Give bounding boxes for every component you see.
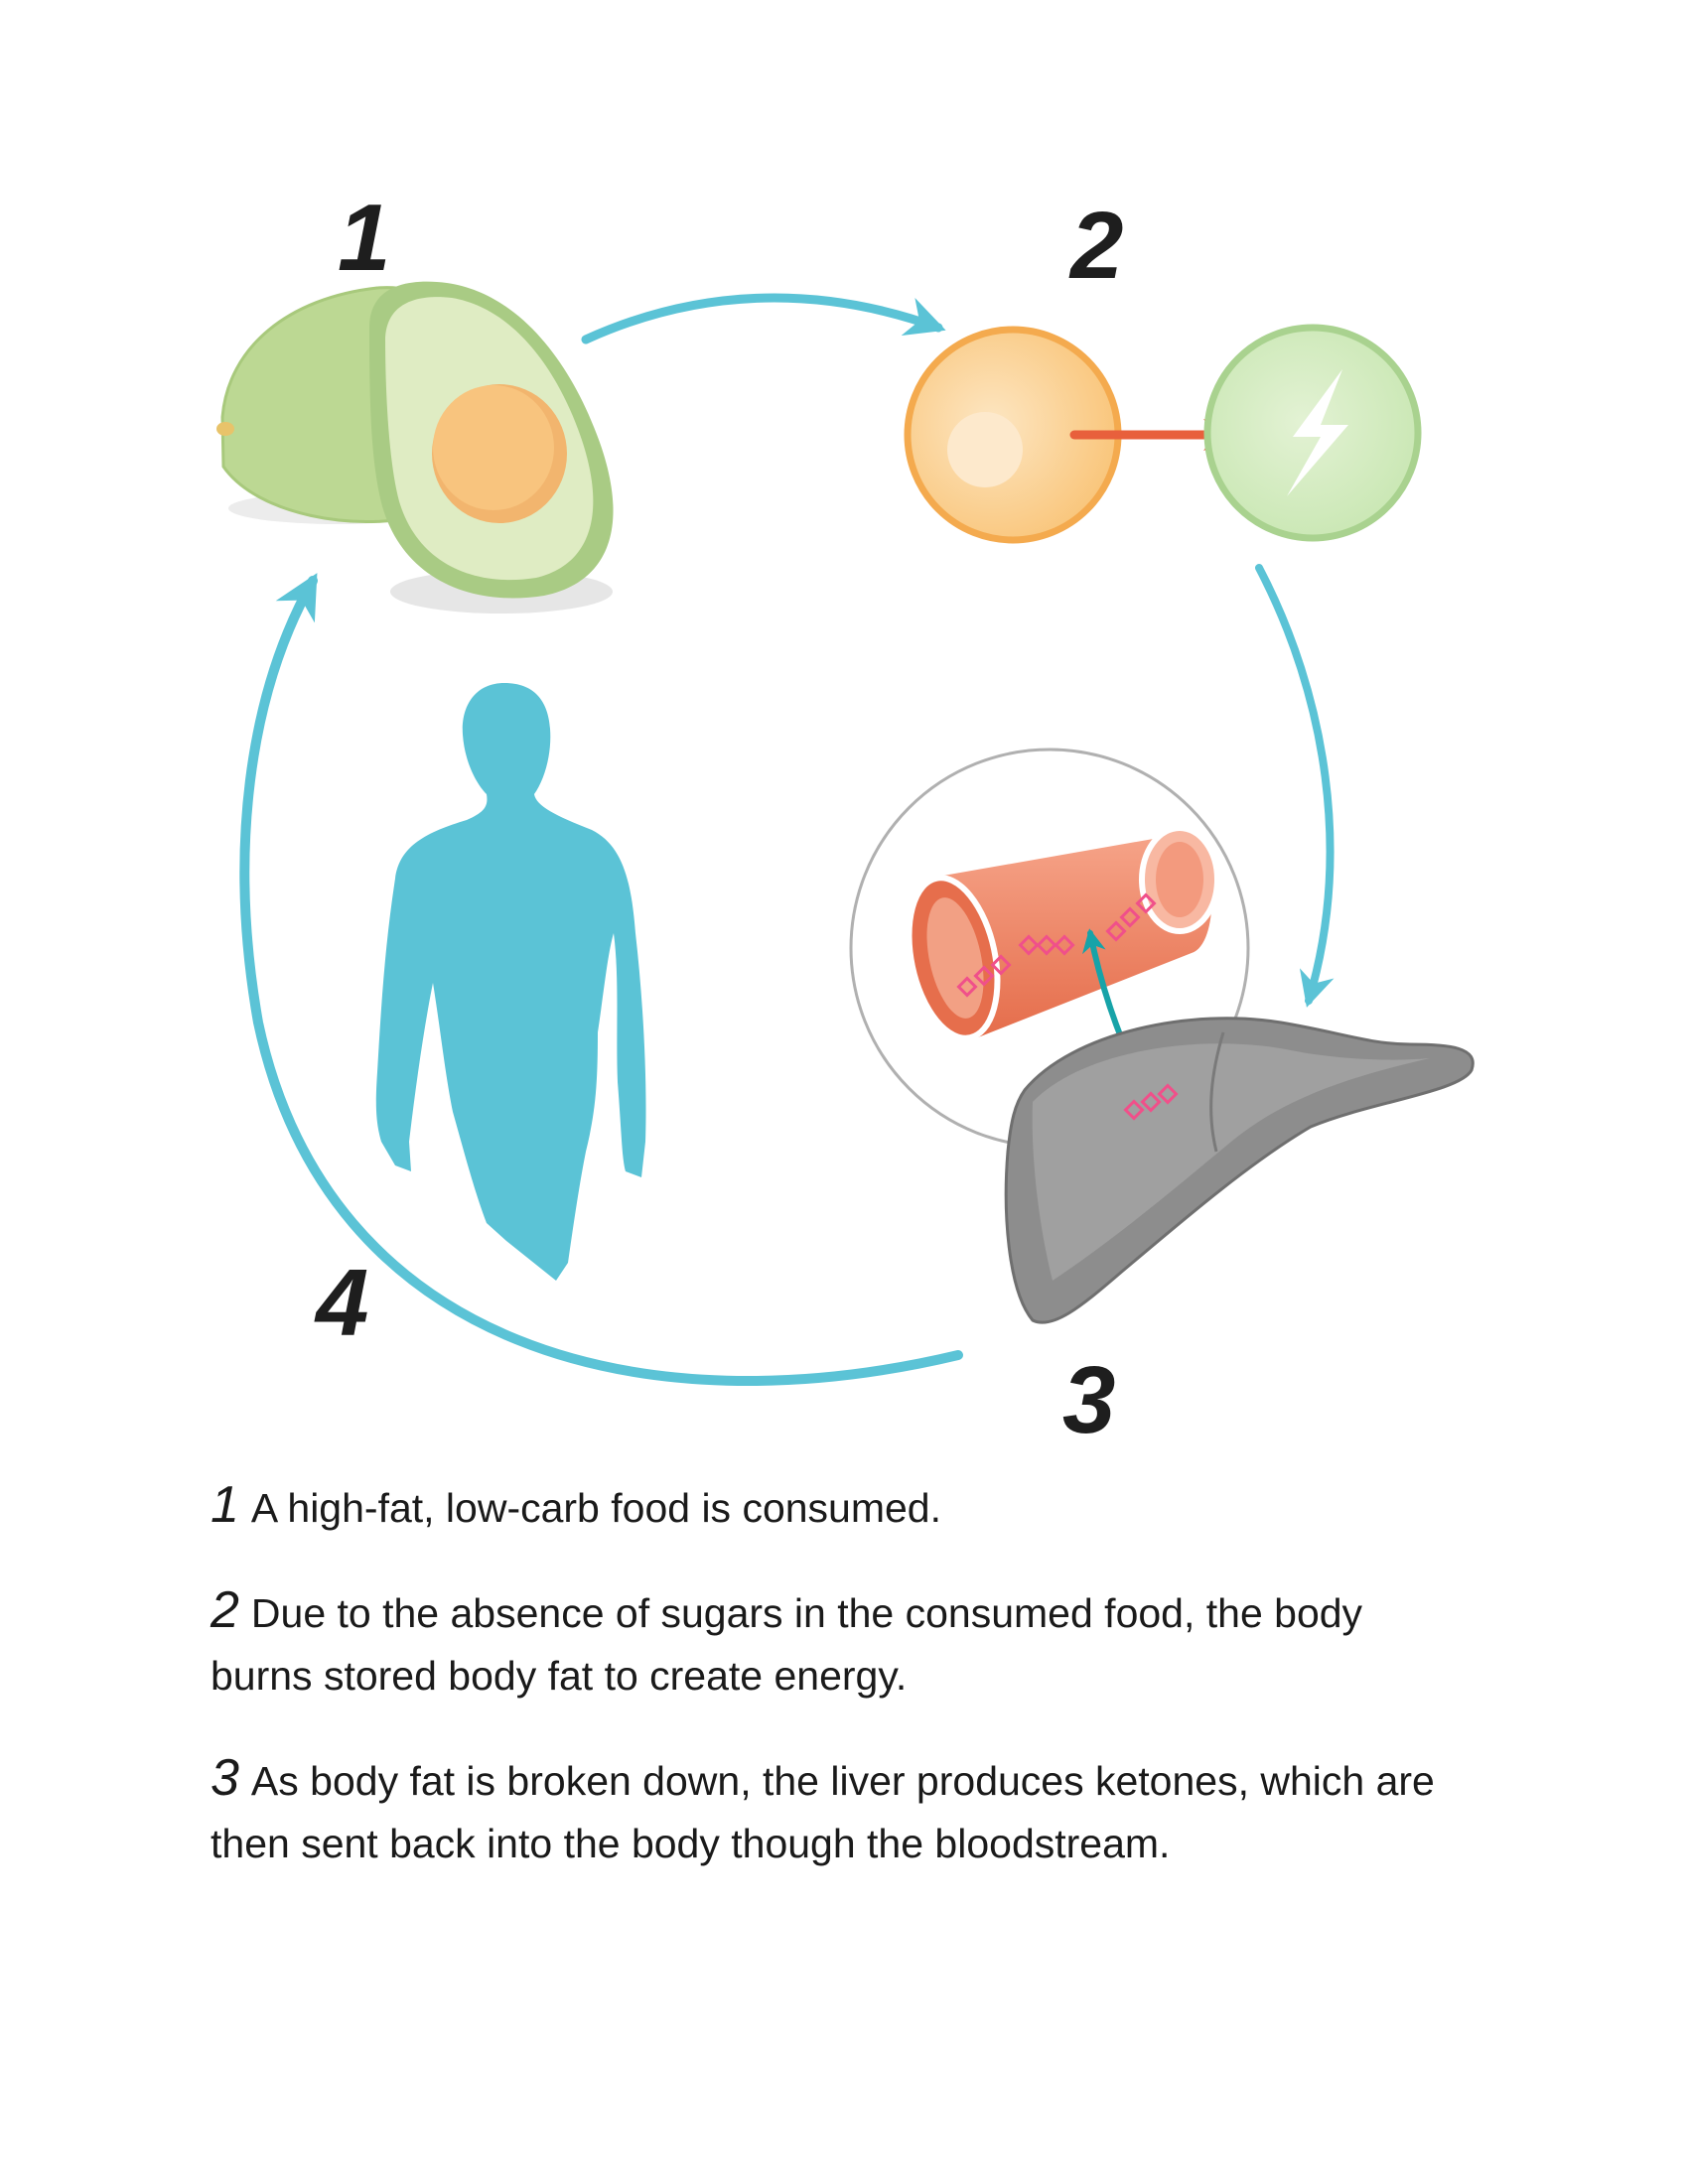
caption-text-2: Due to the absence of sugars in the cons… xyxy=(211,1590,1363,1699)
step-number-3: 3 xyxy=(1062,1347,1115,1453)
energy-cell-icon xyxy=(1203,324,1422,542)
step-number-2: 2 xyxy=(1068,193,1123,299)
arrow-1-to-2 xyxy=(581,293,946,344)
caption-number-2: 2 xyxy=(211,1581,239,1639)
caption-text-1: A high-fat, low-carb food is consumed. xyxy=(250,1485,941,1531)
fat-cell-icon xyxy=(904,326,1122,544)
human-body-icon xyxy=(375,683,646,1281)
arrow-2-to-3 xyxy=(1255,564,1335,1008)
liver-icon xyxy=(1004,1017,1475,1324)
caption-number-1: 1 xyxy=(211,1476,239,1534)
ketone-molecules xyxy=(956,892,1157,998)
step-number-1: 1 xyxy=(338,185,390,291)
avocado-icon xyxy=(216,281,614,614)
step-number-4: 4 xyxy=(314,1250,368,1356)
lightning-icon xyxy=(1287,369,1348,496)
caption-number-3: 3 xyxy=(211,1749,239,1807)
caption-text-3: As body fat is broken down, the liver pr… xyxy=(211,1758,1435,1866)
ketosis-cycle-diagram: 1 2 3 4 xyxy=(216,185,1475,1453)
arrow-4-to-1 xyxy=(239,573,963,1386)
